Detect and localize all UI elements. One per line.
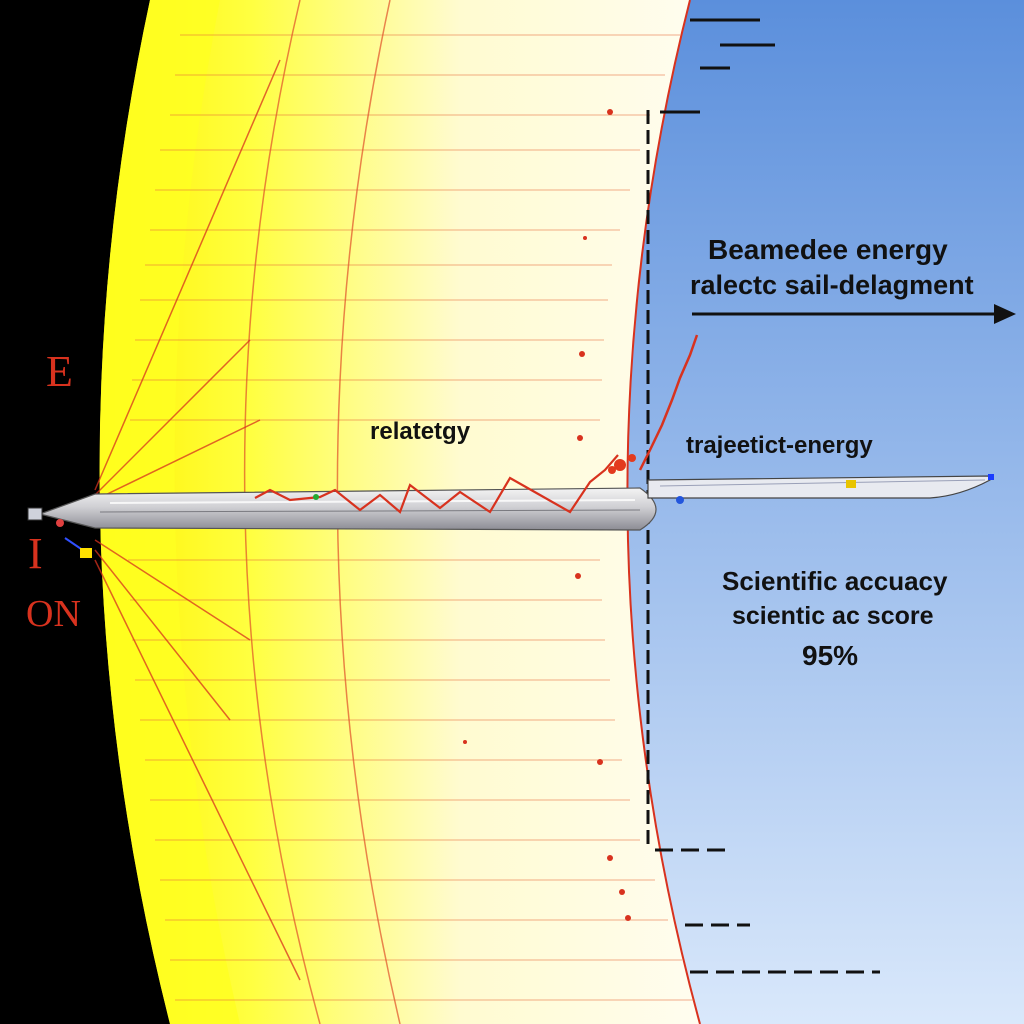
score-title: Scientific accuacy <box>722 566 948 596</box>
trajectory-line <box>638 334 699 471</box>
trace-node <box>313 494 319 500</box>
side-glyph-i: I <box>28 529 43 578</box>
extension-tube <box>647 474 994 504</box>
red-markers <box>463 109 631 921</box>
sail-label: relatetgy <box>370 418 471 445</box>
heading-line-2: ralectc sail-delagment <box>690 270 974 300</box>
score-value: 95% <box>802 640 859 671</box>
energy-burst <box>608 454 636 474</box>
trajectory-label: trajeetict-energy <box>686 432 873 459</box>
side-glyph-on: ON <box>26 593 81 635</box>
score-subtitle: scientic ac score <box>732 602 934 630</box>
heading-line-1: Beamedee energy <box>708 234 948 265</box>
probe-nose <box>27 507 92 558</box>
beam-streaks <box>128 34 695 1001</box>
side-glyph-e: E <box>46 347 73 396</box>
convergence-rays <box>94 59 301 981</box>
edge-dashes <box>655 18 880 974</box>
arrow-right-icon <box>692 304 1016 324</box>
